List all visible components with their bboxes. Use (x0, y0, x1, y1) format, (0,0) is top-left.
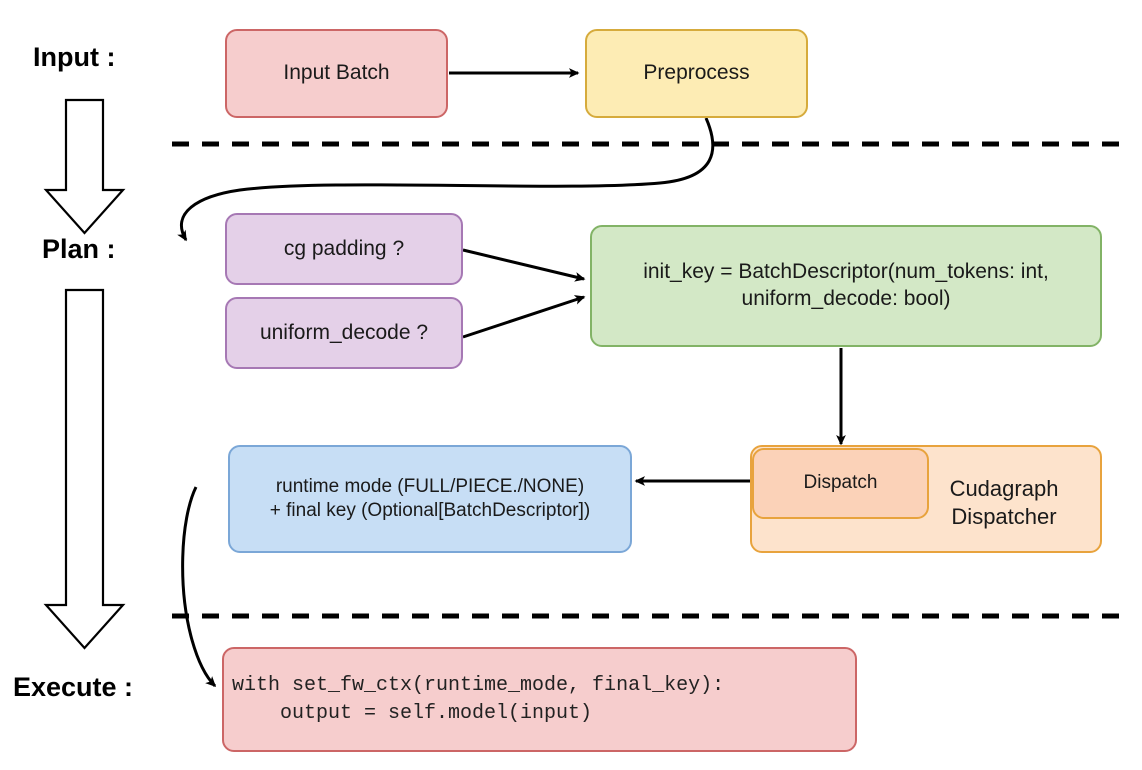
node-dispatch-label: Dispatch (803, 472, 878, 494)
node-dispatch[interactable]: Dispatch (752, 448, 929, 519)
node-cg-padding-label: cg padding ? (283, 236, 405, 260)
node-runtime-mode[interactable]: runtime mode (FULL/PIECE./NONE) + final … (228, 445, 632, 553)
node-cg-padding[interactable]: cg padding ? (225, 213, 463, 285)
node-uniform-decode-label: uniform_decode ? (259, 320, 429, 344)
connector-cg-padding-to-batch-descriptor (462, 248, 586, 282)
node-runtime-mode-line1: runtime mode (FULL/PIECE./NONE) (275, 475, 585, 497)
node-cudagraph-dispatcher-line1: Cudagraph (949, 476, 1059, 501)
node-uniform-decode[interactable]: uniform_decode ? (225, 297, 463, 369)
node-cudagraph-dispatcher-label: Cudagraph Dispatcher (924, 475, 1084, 530)
node-batch-descriptor[interactable]: init_key = BatchDescriptor(num_tokens: i… (590, 225, 1102, 347)
stage-arrow-plan-to-execute (43, 288, 126, 650)
node-runtime-mode-line2: + final key (Optional[BatchDescriptor]) (269, 500, 591, 521)
node-execute-code-text: with set_fw_ctx(runtime_mode, final_key)… (232, 673, 725, 725)
connector-runtime-mode-to-execute-code (181, 486, 217, 688)
node-execute-code[interactable]: with set_fw_ctx(runtime_mode, final_key)… (222, 647, 857, 752)
node-cudagraph-dispatcher-line2: Dispatcher (951, 503, 1057, 529)
node-batch-descriptor-line2: uniform_decode: bool) (741, 287, 951, 310)
node-batch-descriptor-line1: init_key = BatchDescriptor(num_tokens: i… (643, 260, 1049, 284)
node-input-batch-label: Input Batch (283, 61, 390, 85)
stage-arrow-input-to-plan (43, 98, 126, 235)
node-preprocess[interactable]: Preprocess (585, 29, 808, 118)
stage-label-plan: Plan : (42, 234, 116, 264)
node-preprocess-label: Preprocess (643, 61, 750, 85)
connector-uniform-decode-to-batch-descriptor (462, 295, 586, 339)
stage-label-input: Input : (33, 42, 116, 72)
stage-label-execute: Execute : (13, 672, 134, 702)
node-input-batch[interactable]: Input Batch (225, 29, 448, 118)
